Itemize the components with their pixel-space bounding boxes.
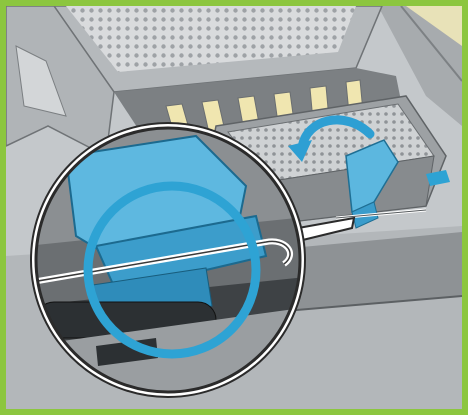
printer-illustration [6,6,462,409]
